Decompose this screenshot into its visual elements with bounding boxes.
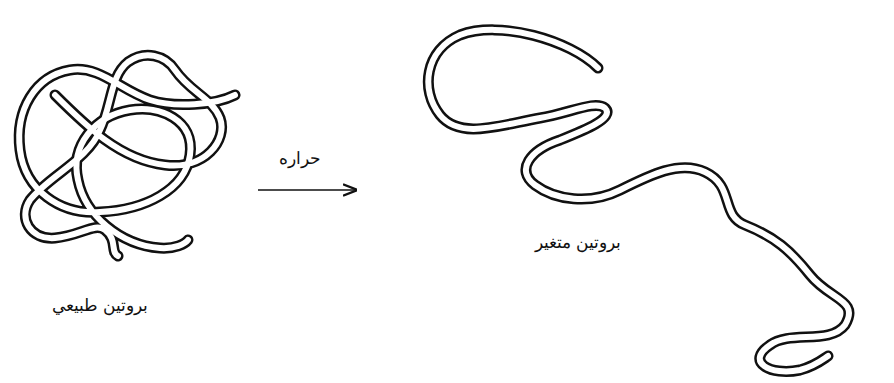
native-protein-label: بروتين طبيعي xyxy=(52,295,148,315)
heat-arrow xyxy=(258,189,356,191)
heat-label: حراره xyxy=(279,148,321,168)
denatured-protein xyxy=(428,30,849,372)
native-protein xyxy=(19,55,235,256)
denatured-protein-label: بروتين متغير xyxy=(535,232,621,252)
